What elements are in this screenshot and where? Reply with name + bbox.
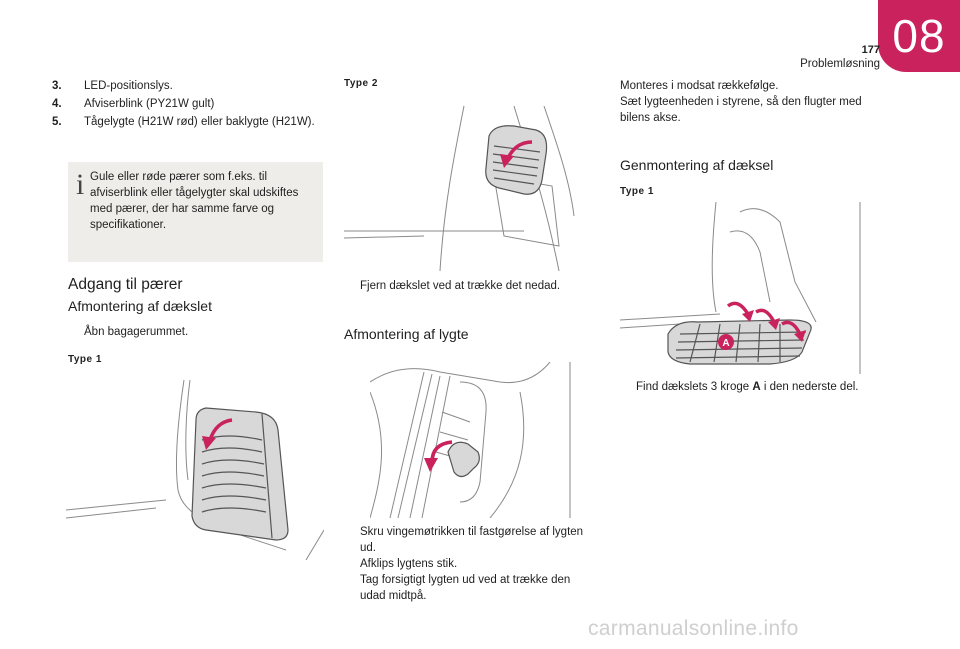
step-item: Find dækslets 3 kroge A i den nederste d… bbox=[636, 381, 859, 393]
lamp-steps: Skru vingemøtrikken til fastgørelse af l… bbox=[344, 524, 596, 604]
subsection-heading: Afmontering af dækslet bbox=[68, 298, 212, 314]
list-item: 3.LED-positionslys. bbox=[52, 80, 173, 92]
refit-intro: Monteres i modsat rækkefølge. Sæt lygtee… bbox=[620, 78, 880, 126]
info-note: i Gule eller røde pærer som f.eks. til a… bbox=[68, 162, 323, 262]
bulb-list: 3.LED-positionslys. 4.Afviserblink (PY21… bbox=[52, 78, 318, 130]
callout-a-label: A bbox=[722, 338, 729, 349]
list-item: 4.Afviserblink (PY21W gult) bbox=[52, 98, 215, 110]
type-label: Type 1 bbox=[68, 354, 102, 365]
page-number: 177 bbox=[861, 44, 880, 56]
chapter-tab: 08 bbox=[878, 0, 960, 72]
callout-a-badge bbox=[718, 334, 734, 350]
illustration-lamp-removal bbox=[370, 362, 571, 518]
info-icon: i bbox=[76, 168, 85, 201]
illustration-cover-refit: A bbox=[620, 202, 861, 374]
type-label: Type 1 bbox=[620, 186, 654, 197]
note-text: Gule eller røde pærer som f.eks. til afv… bbox=[90, 171, 299, 231]
section-heading: Genmontering af dæksel bbox=[620, 157, 774, 173]
list-item: 5.Tågelygte (H21W rød) eller baklygte (H… bbox=[52, 116, 315, 128]
chapter-name: Problemløsning bbox=[800, 58, 880, 70]
section-heading: Afmontering af lygte bbox=[344, 326, 469, 342]
step-item: Skru vingemøtrikken til fastgørelse af l… bbox=[360, 526, 584, 554]
step-item: Afklips lygtens stik. bbox=[360, 558, 458, 570]
type-label: Type 2 bbox=[344, 78, 378, 89]
step-item: Åbn bagagerummet. bbox=[84, 326, 189, 338]
hook-letter: A bbox=[752, 381, 761, 393]
footer-watermark: carmanualsonline.info bbox=[588, 617, 799, 640]
illustration-type1-cover bbox=[66, 380, 324, 560]
step-item: Fjern dækslet ved at trække det nedad. bbox=[360, 280, 561, 292]
step-item: Tag forsigtigt lygten ud ved at trække d… bbox=[360, 574, 571, 602]
illustration-type2-cover bbox=[344, 105, 575, 271]
intro-line: Monteres i modsat rækkefølge. bbox=[620, 80, 779, 92]
intro-line: Sæt lygteenheden i styrene, så den flugt… bbox=[620, 96, 862, 124]
section-heading: Adgang til pærer bbox=[68, 276, 183, 293]
